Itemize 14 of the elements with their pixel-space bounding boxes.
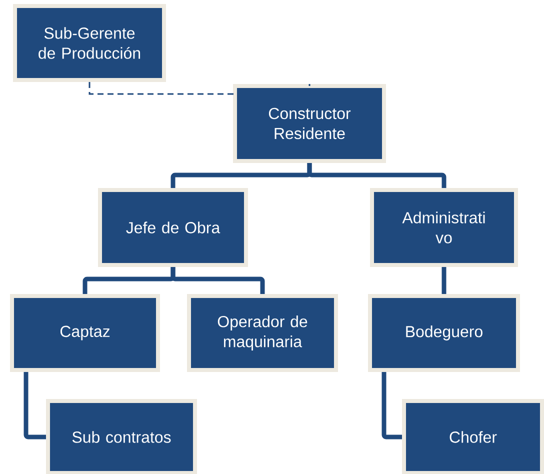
- connector: [170, 267, 265, 294]
- org-box: Sub contratos: [46, 399, 197, 474]
- connector: [307, 163, 446, 188]
- org-box: Sub-Gerente de Producción: [13, 4, 166, 82]
- dashed-connector: [88, 82, 310, 95]
- org-box: Captaz: [10, 294, 160, 372]
- org-box: Constructor Residente: [233, 84, 386, 163]
- org-box: Jefe de Obra: [98, 188, 248, 267]
- org-box: Bodeguero: [368, 294, 520, 372]
- org-box: Chofer: [402, 399, 544, 474]
- org-box: Administrati vo: [370, 188, 518, 267]
- org-box: Operador de maquinaria: [187, 294, 338, 372]
- connector: [382, 372, 402, 440]
- connector: [442, 267, 446, 294]
